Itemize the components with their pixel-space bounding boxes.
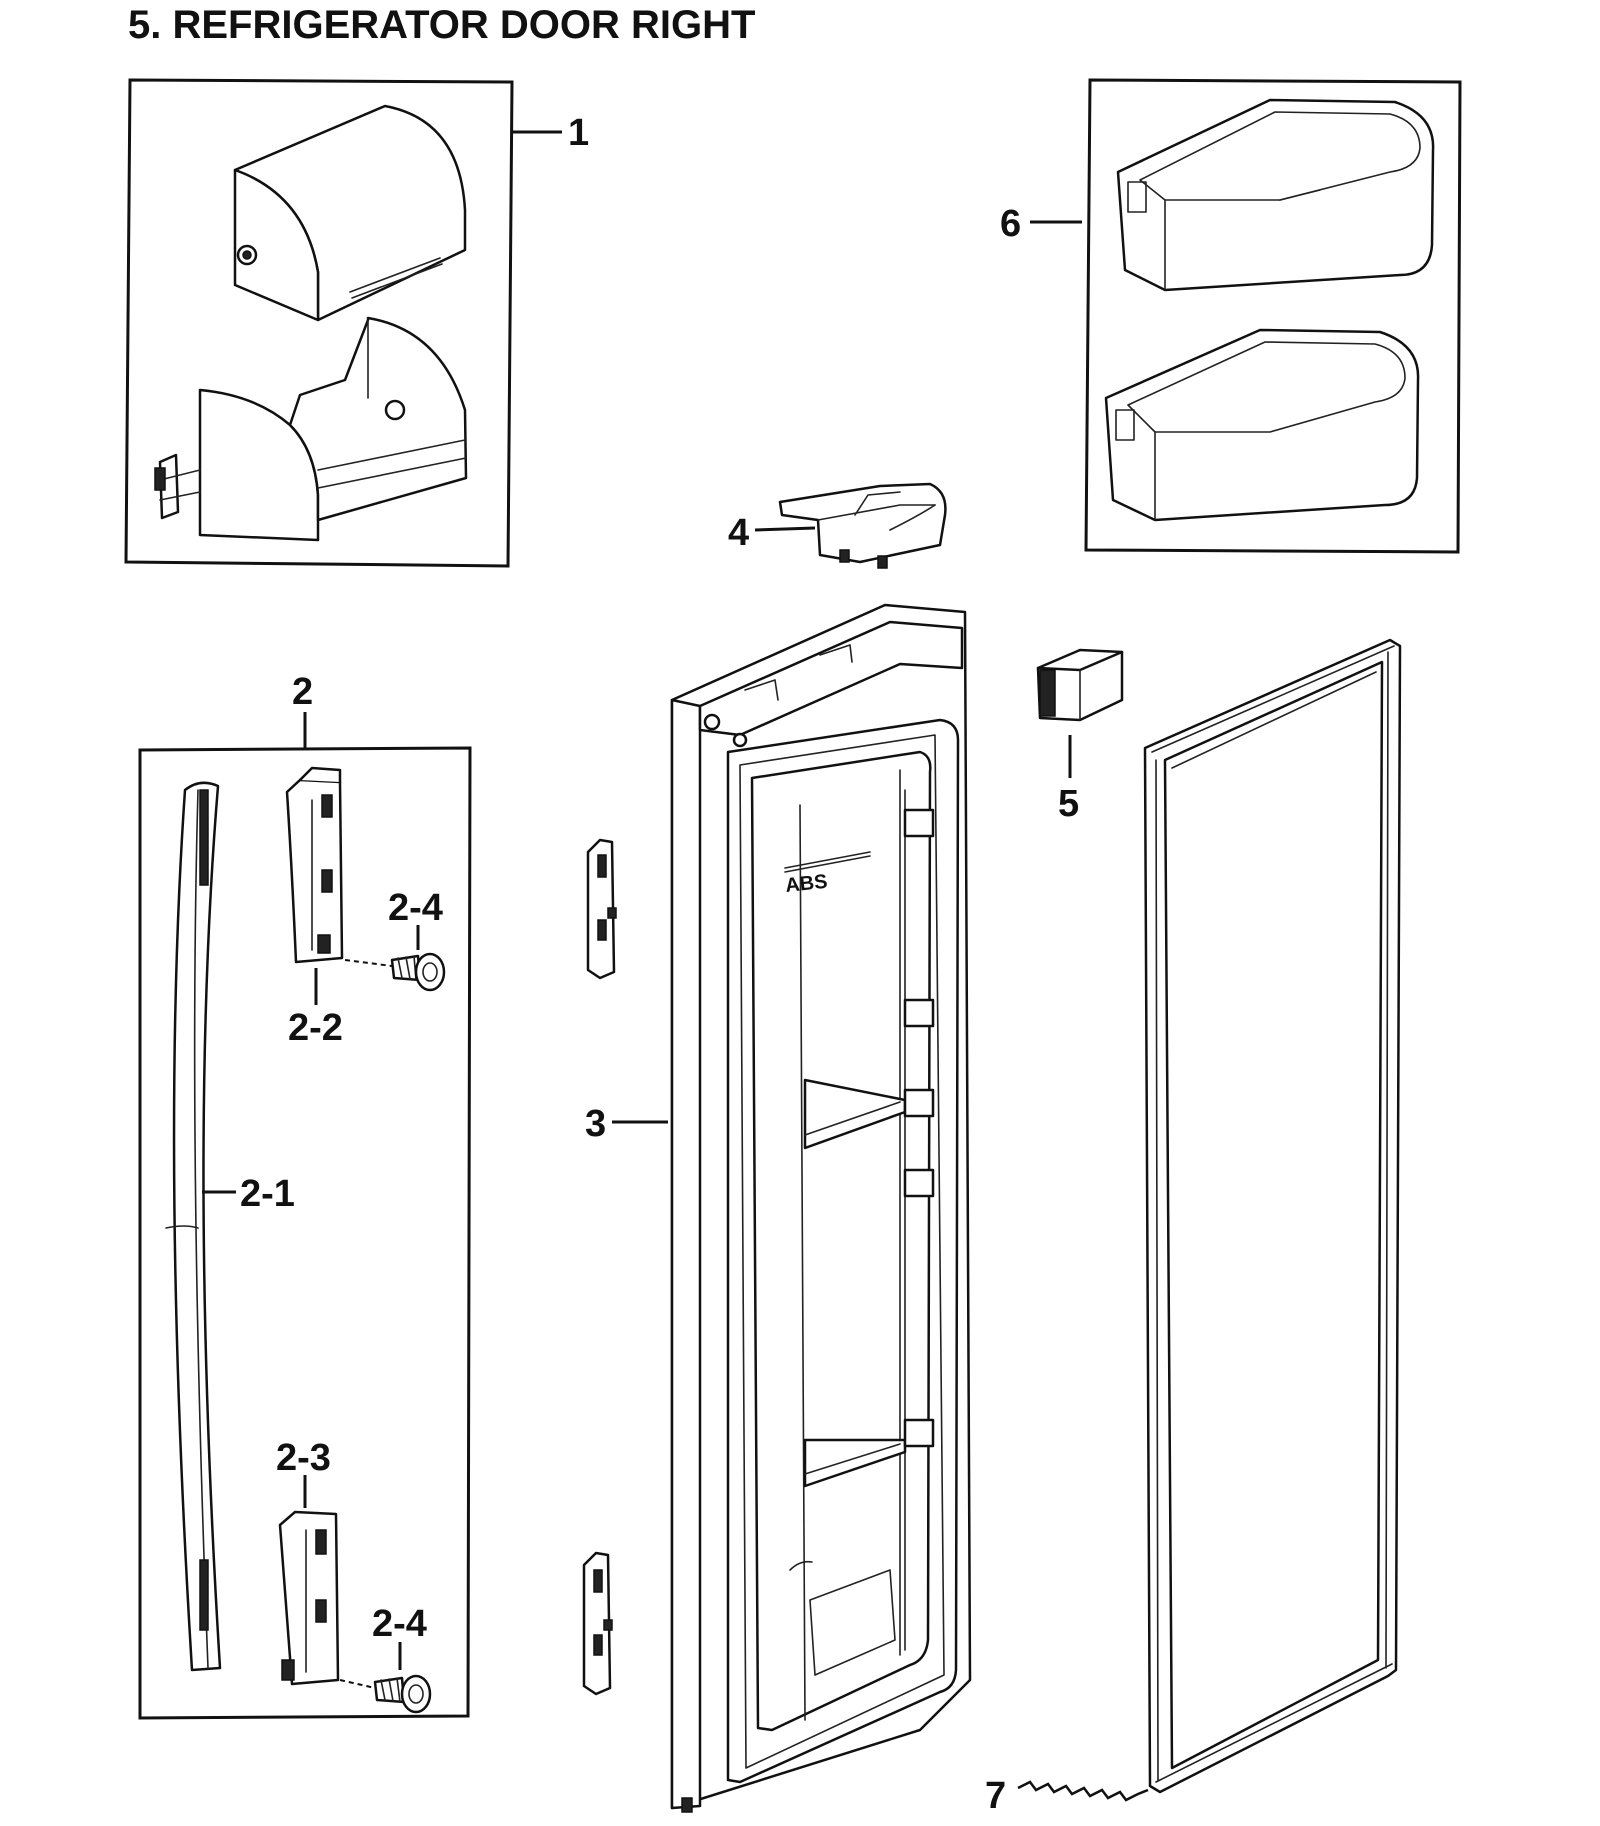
part-6-frame xyxy=(1084,78,1462,554)
screw-upper-dashes xyxy=(344,959,393,967)
part-1-frame xyxy=(124,78,514,568)
dairy-cover xyxy=(233,104,467,322)
door-switch xyxy=(1036,648,1124,722)
part-3-group: ABS 3 xyxy=(585,603,972,1813)
part-4-leader xyxy=(754,526,816,532)
door-bin-upper xyxy=(1116,98,1435,292)
door-clip xyxy=(778,482,947,569)
part-2-group: 2 2-1 2-2 xyxy=(138,671,472,1720)
part-4-label: 4 xyxy=(728,512,749,554)
part-7-label: 7 xyxy=(985,1775,1006,1817)
hinge-cover-upper xyxy=(586,838,617,980)
part-2-1-label: 2-1 xyxy=(240,1173,295,1215)
door-bin-lower xyxy=(1104,328,1420,522)
hinge-cover-lower xyxy=(582,1551,613,1696)
abs-marking: ABS xyxy=(784,871,828,897)
part-7-group: 7 xyxy=(985,638,1402,1817)
part-2-4-top-label: 2-4 xyxy=(388,887,443,929)
part-1-group: 1 xyxy=(124,78,589,568)
diagram-title: 5. REFRIGERATOR DOOR RIGHT xyxy=(128,3,755,47)
door-gasket xyxy=(1143,638,1402,1794)
part-2-4-bottom-label: 2-4 xyxy=(372,1603,427,1645)
handle-bracket-upper xyxy=(285,766,344,964)
part-5-group: 5 xyxy=(1036,648,1124,825)
part-5-label: 5 xyxy=(1058,783,1079,825)
part-6-label: 6 xyxy=(1000,203,1021,245)
screw-lower-dashes xyxy=(339,1679,376,1689)
part-2-frame xyxy=(138,746,472,1720)
part-6-group: 6 xyxy=(1000,78,1462,554)
part-3-label: 3 xyxy=(585,1103,606,1145)
part-2-3-label: 2-3 xyxy=(276,1437,331,1479)
part-2-label: 2 xyxy=(292,671,313,713)
part-4-group: 4 xyxy=(728,482,947,569)
screw-lower xyxy=(373,1674,432,1714)
part-2-2-label: 2-2 xyxy=(288,1007,343,1049)
handle-bar xyxy=(165,781,222,1672)
part-7-leader xyxy=(1017,1780,1149,1802)
dairy-tray xyxy=(154,316,468,542)
part-1-label: 1 xyxy=(568,112,589,154)
door-body: ABS xyxy=(670,603,972,1813)
handle-bracket-lower xyxy=(278,1510,340,1686)
screw-upper xyxy=(390,952,446,992)
